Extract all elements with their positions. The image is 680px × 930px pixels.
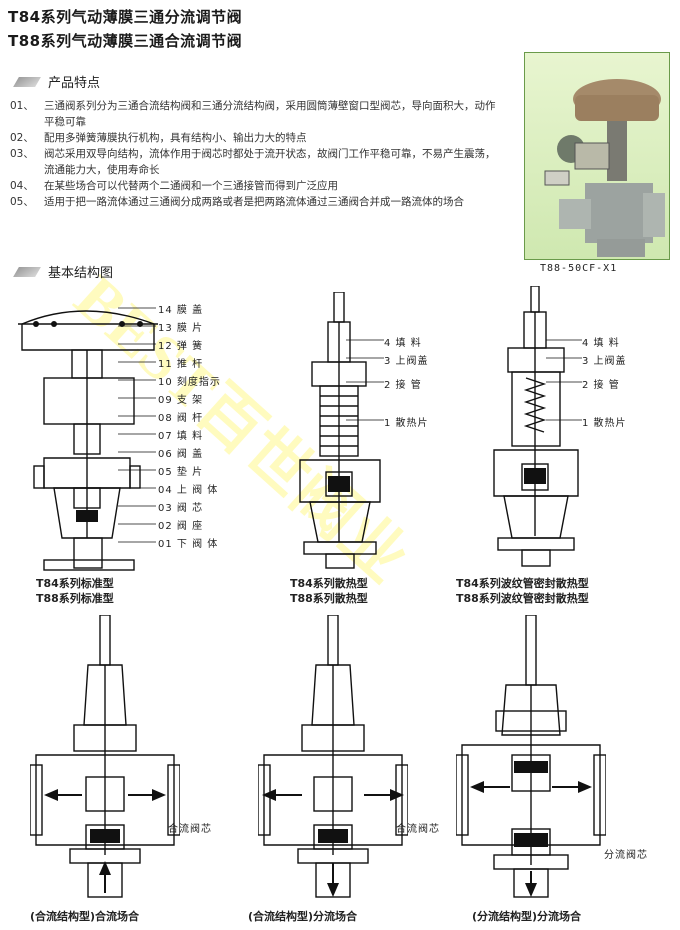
part-label: 2 接 管 [582, 380, 620, 391]
part-label: 05 垫 片 [158, 467, 204, 478]
section-marker-icon [13, 266, 41, 277]
part-label: 1 散热片 [384, 418, 429, 429]
bottom-caption-3: (分流结构型)分流场合 [472, 910, 582, 923]
bellows-leader-lines [546, 339, 582, 421]
bottom-caption-2: (合流结构型)分流场合 [248, 910, 358, 923]
heat-type-diagram [299, 292, 381, 569]
structure-heading-text: 基本结构图 [48, 266, 114, 281]
features-heading: 产品特点 [10, 72, 100, 91]
photo-caption: T88-50CF-X1 [540, 263, 618, 274]
merge-merge-diagram [30, 615, 180, 898]
feature-item: 05、适用于把一路流体通过三通阀分成两路或者是把两路流体通过三通阀合并成一路流体… [10, 196, 464, 208]
feature-item: 01、三通阀系列分为三通合流结构阀和三通分流结构阀，采用圆筒薄壁窗口型阀芯，导向… [10, 100, 496, 128]
bottom-caption-1: (合流结构型)合流场合 [30, 910, 140, 923]
part-label: 10 刻度指示 [158, 377, 221, 388]
bellows-type-diagram [493, 286, 579, 567]
part-label: 04 上 阀 体 [158, 485, 219, 496]
part-label: 09 支 架 [158, 395, 204, 406]
part-label: 12 弹 簧 [158, 341, 204, 352]
part-label: 3 上阀盖 [582, 356, 627, 367]
product-photo [524, 52, 670, 260]
feature-item: 04、在某些场合可以代替两个二通阀和一个三通接管而得到广泛应用 [10, 180, 338, 192]
part-label: 11 推 杆 [158, 359, 204, 370]
part-label: 14 膜 盖 [158, 305, 204, 316]
feature-item: 02、配用多弹簧薄膜执行机构，具有结构小、输出力大的特点 [10, 132, 307, 144]
split-split-diagram [456, 615, 606, 898]
part-label: 07 填 料 [158, 431, 204, 442]
merge-core-label-2: 合流阀芯 [396, 824, 440, 835]
part-label: 4 填 料 [384, 338, 422, 349]
split-core-label: 分流阀芯 [604, 850, 648, 861]
part-label: 4 填 料 [582, 338, 620, 349]
merge-core-label-1: 合流阀芯 [168, 824, 212, 835]
features-list: 01、三通阀系列分为三通合流结构阀和三通分流结构阀，采用圆筒薄壁窗口型阀芯，导向… [10, 98, 496, 210]
heat-leader-lines [346, 339, 384, 421]
title-t84: T84系列气动薄膜三通分流调节阀 [8, 8, 243, 26]
standard-leader-lines [118, 307, 156, 543]
section-marker-icon [13, 76, 41, 87]
part-label: 01 下 阀 体 [158, 539, 219, 550]
title-t88: T88系列气动薄膜三通合流调节阀 [8, 32, 243, 50]
part-label: 3 上阀盖 [384, 356, 429, 367]
part-label: 02 阀 座 [158, 521, 204, 532]
merge-split-diagram [258, 615, 408, 898]
part-label: 2 接 管 [384, 380, 422, 391]
valve-photo-illustration [544, 79, 665, 257]
part-label: 13 膜 片 [158, 323, 204, 334]
part-label: 1 散热片 [582, 418, 627, 429]
features-heading-text: 产品特点 [48, 76, 101, 91]
feature-item: 03、阀芯采用双导向结构，流体作用于阀芯时都处于流开状态，故阀门工作平稳可靠，不… [10, 148, 496, 176]
part-label: 06 阀 盖 [158, 449, 204, 460]
part-label: 08 阀 杆 [158, 413, 204, 424]
part-label: 03 阀 芯 [158, 503, 204, 514]
structure-heading: 基本结构图 [10, 262, 113, 281]
